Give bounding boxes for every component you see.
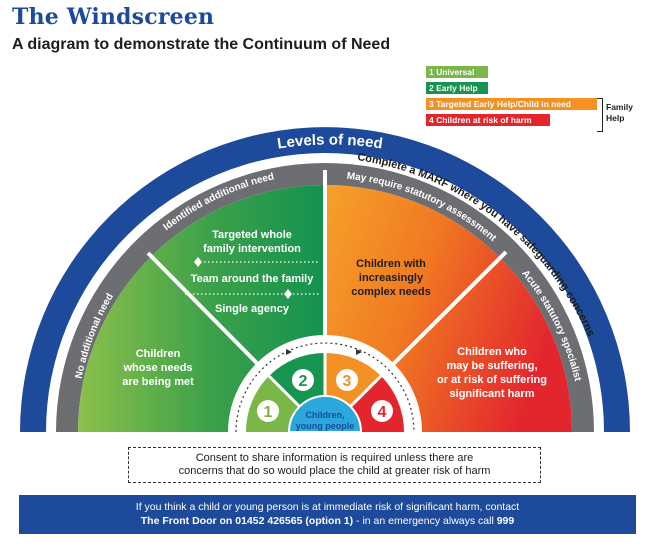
consent-box: Consent to share information is required… xyxy=(128,447,541,483)
risk-text-line1: Children who xyxy=(457,346,527,358)
legend-item-universal: 1 Universal xyxy=(426,66,488,78)
risk-text-line3: or at risk of suffering xyxy=(437,374,547,386)
footer-banner: If you think a child or young person is … xyxy=(19,495,636,534)
legend-item-targeted-early-help: 3 Targeted Early Help/Child in need xyxy=(426,98,597,110)
front-door-contact: The Front Door on 01452 426565 (option 1… xyxy=(140,515,354,527)
number-circle-3 xyxy=(336,369,358,391)
early-help-single-agency: Single agency xyxy=(215,303,290,315)
early-help-targeted-line1: Targeted whole xyxy=(212,229,292,241)
consent-line1: Consent to share information is required… xyxy=(195,452,474,464)
number-3: 3 xyxy=(343,373,352,390)
page-subtitle: A diagram to demonstrate the Continuum o… xyxy=(12,36,391,53)
footer-line1: If you think a child or young person is … xyxy=(135,501,520,513)
targeted-text-line2: increasingly xyxy=(359,272,424,284)
legend: 1 Universal 2 Early Help 3 Targeted Earl… xyxy=(426,66,626,130)
number-circle-4 xyxy=(371,400,393,422)
number-4: 4 xyxy=(378,404,387,421)
family-help-label: Family Help xyxy=(606,102,633,124)
center-circle xyxy=(287,395,363,433)
number-1: 1 xyxy=(264,404,273,421)
emergency-prefix: - in an emergency always call xyxy=(353,515,497,527)
number-circle-1 xyxy=(257,400,279,422)
family-help-line2: Help xyxy=(606,113,625,123)
legend-item-early-help: 2 Early Help xyxy=(426,82,488,94)
universal-text-line2: whose needs xyxy=(122,362,192,374)
targeted-text-line3: complex needs xyxy=(351,286,430,298)
family-help-bracket xyxy=(597,98,603,132)
diamond-upper xyxy=(194,257,202,267)
page-title: The Windscreen xyxy=(12,4,215,30)
early-help-team-around: Team around the family xyxy=(191,273,315,285)
inner-dotted-arc xyxy=(235,342,415,433)
footer-line2: The Front Door on 01452 426565 (option 1… xyxy=(19,514,636,528)
diamond-lower xyxy=(284,289,292,299)
risk-text-line2: may be suffering, xyxy=(446,360,537,372)
legend-item-children-at-risk: 4 Children at risk of harm xyxy=(426,114,550,126)
risk-text-line4: significant harm xyxy=(450,388,535,400)
universal-text-line1: Children xyxy=(136,348,181,360)
center-label-line2: young people xyxy=(296,421,355,431)
targeted-text-line1: Children with xyxy=(356,258,426,270)
number-circle-2 xyxy=(292,369,314,391)
emergency-number: 999 xyxy=(496,515,515,527)
family-help-line1: Family xyxy=(606,102,633,112)
universal-text-line3: are being met xyxy=(122,376,194,388)
number-2: 2 xyxy=(299,373,308,390)
center-label-line1: Children, xyxy=(305,410,344,420)
early-help-targeted-line2: family intervention xyxy=(203,243,301,255)
consent-line2: concerns that do so would place the chil… xyxy=(178,465,491,477)
arrow-right-top xyxy=(356,349,362,355)
arrow-left-top xyxy=(286,349,292,355)
